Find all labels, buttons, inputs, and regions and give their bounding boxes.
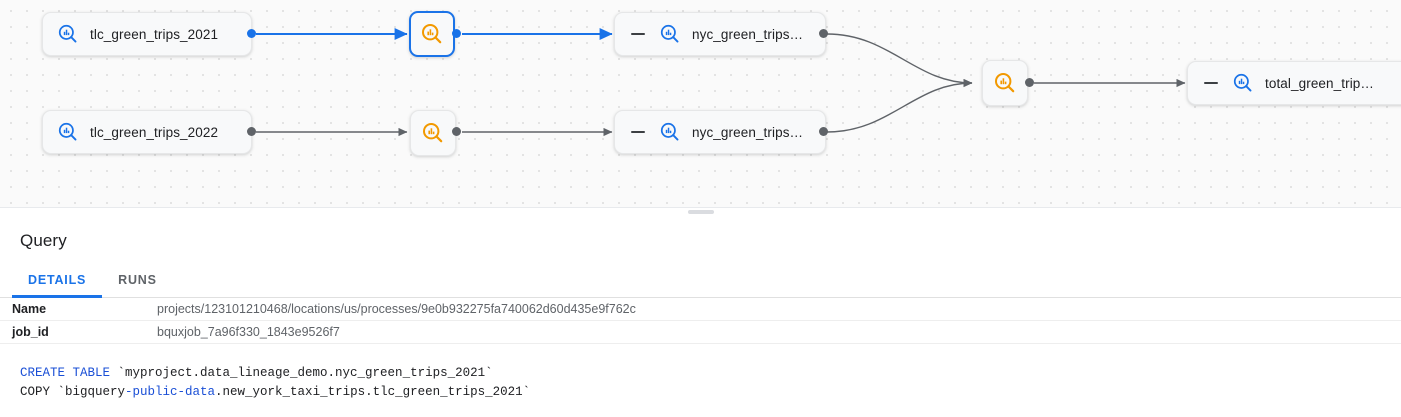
sql-line2-highlight: -public-data bbox=[125, 385, 216, 399]
lineage-node-label: tlc_green_trips_2021 bbox=[90, 26, 219, 42]
port-proc1-out[interactable] bbox=[452, 29, 461, 38]
lineage-node-label: tlc_green_trips_2022 bbox=[90, 124, 219, 140]
lineage-node-process-3[interactable] bbox=[982, 60, 1028, 106]
lineage-node-tlc-green-trips-2021[interactable]: tlc_green_trips_2021 bbox=[42, 12, 252, 56]
table-row: job_id bquxjob_7a96f330_1843e9526f7 bbox=[0, 321, 1401, 344]
collapse-icon[interactable] bbox=[629, 123, 647, 141]
tab-runs[interactable]: RUNS bbox=[118, 273, 157, 287]
table-row: Name projects/123101210468/locations/us/… bbox=[0, 298, 1401, 321]
tab-details[interactable]: DETAILS bbox=[12, 264, 103, 298]
drag-handle[interactable] bbox=[687, 210, 714, 214]
bigquery-table-icon bbox=[57, 121, 79, 143]
bigquery-table-icon bbox=[659, 23, 681, 45]
lineage-node-total-green-trips[interactable]: total_green_trip… bbox=[1187, 61, 1401, 105]
port-proc3-out[interactable] bbox=[1025, 78, 1034, 87]
panel-title: Query bbox=[20, 231, 67, 250]
sql-keyword-create-table: CREATE TABLE bbox=[20, 366, 111, 380]
bigquery-table-icon bbox=[659, 121, 681, 143]
sql-line2-suffix: .new_york_taxi_trips.tlc_green_trips_202… bbox=[215, 385, 531, 399]
edge-nyc2-proc3 bbox=[826, 78, 973, 133]
lineage-node-label: nyc_green_trips… bbox=[692, 124, 804, 140]
port-tlc2021-out[interactable] bbox=[247, 29, 256, 38]
port-nyc2-out[interactable] bbox=[819, 127, 828, 136]
sql-line2-prefix: COPY `bigquery bbox=[20, 385, 126, 399]
lineage-node-process-2[interactable] bbox=[410, 110, 456, 156]
lineage-graph-canvas[interactable]: tlc_green_trips_2021 nyc_green_tr bbox=[0, 0, 1401, 207]
lineage-node-label: total_green_trip… bbox=[1265, 75, 1375, 91]
bigquery-process-icon bbox=[993, 71, 1017, 95]
bigquery-table-icon bbox=[1232, 72, 1254, 94]
lineage-node-process-selected[interactable] bbox=[409, 11, 455, 57]
collapse-icon[interactable] bbox=[1202, 74, 1220, 92]
edge-nyc1-proc3 bbox=[826, 33, 973, 88]
panel-splitter[interactable] bbox=[0, 207, 1401, 217]
port-proc2-out[interactable] bbox=[452, 127, 461, 136]
sql-line1-rest: `myproject.data_lineage_demo.nyc_green_t… bbox=[110, 366, 493, 380]
row-key: job_id bbox=[12, 325, 49, 339]
lineage-node-nyc-green-trips-2[interactable]: nyc_green_trips… bbox=[614, 110, 826, 154]
details-panel: Query DETAILS RUNS Name projects/1231012… bbox=[0, 217, 1401, 417]
details-table: Name projects/123101210468/locations/us/… bbox=[0, 298, 1401, 344]
bigquery-process-icon bbox=[420, 22, 444, 46]
port-nyc1-out[interactable] bbox=[819, 29, 828, 38]
collapse-icon[interactable] bbox=[629, 25, 647, 43]
row-key: Name bbox=[12, 302, 47, 316]
port-tlc2022-out[interactable] bbox=[247, 127, 256, 136]
bigquery-table-icon bbox=[57, 23, 79, 45]
lineage-node-nyc-green-trips-1[interactable]: nyc_green_trips… bbox=[614, 12, 826, 56]
tab-bar: DETAILS RUNS bbox=[0, 264, 1401, 298]
row-value: bquxjob_7a96f330_1843e9526f7 bbox=[157, 325, 340, 339]
lineage-node-label: nyc_green_trips… bbox=[692, 26, 804, 42]
row-value: projects/123101210468/locations/us/proce… bbox=[157, 302, 636, 316]
sql-query-block: CREATE TABLE `myproject.data_lineage_dem… bbox=[0, 344, 1401, 402]
bigquery-process-icon bbox=[421, 121, 445, 145]
lineage-node-tlc-green-trips-2022[interactable]: tlc_green_trips_2022 bbox=[42, 110, 252, 154]
